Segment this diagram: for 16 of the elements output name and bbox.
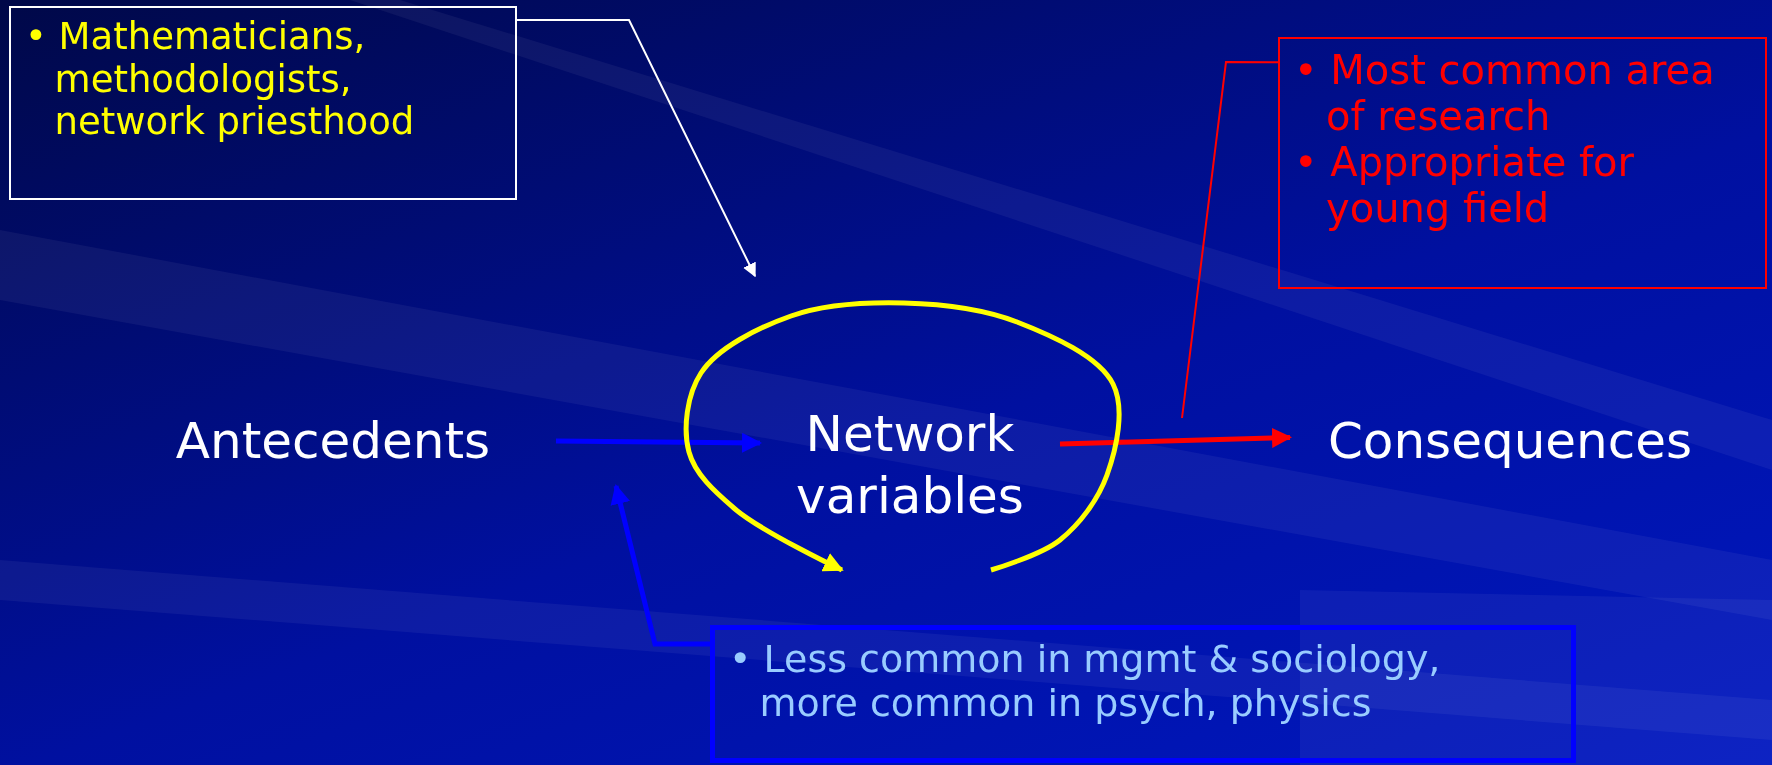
leader-line — [1181, 61, 1279, 419]
node-label: Network variables — [795, 403, 1025, 527]
node-label: Consequences — [1327, 410, 1693, 472]
leader-line — [610, 484, 710, 647]
arrow — [683, 300, 1122, 573]
arrow — [555, 432, 762, 453]
bullet-item: • Less common in mgmt & sociology, more common in psych, physics — [729, 638, 1442, 726]
bullet-item: • Appropriate for young field — [1294, 139, 1635, 231]
note-box — [1278, 37, 1767, 289]
node-label: Antecedents — [175, 410, 491, 472]
note-box — [9, 6, 517, 200]
note-box — [710, 625, 1576, 763]
arrow — [1059, 427, 1292, 448]
bullet-item: • Mathematicians, methodologists, network priesthood — [25, 16, 416, 144]
leader-line — [516, 18, 756, 278]
bullet-item: • Most common area of research — [1294, 47, 1716, 139]
